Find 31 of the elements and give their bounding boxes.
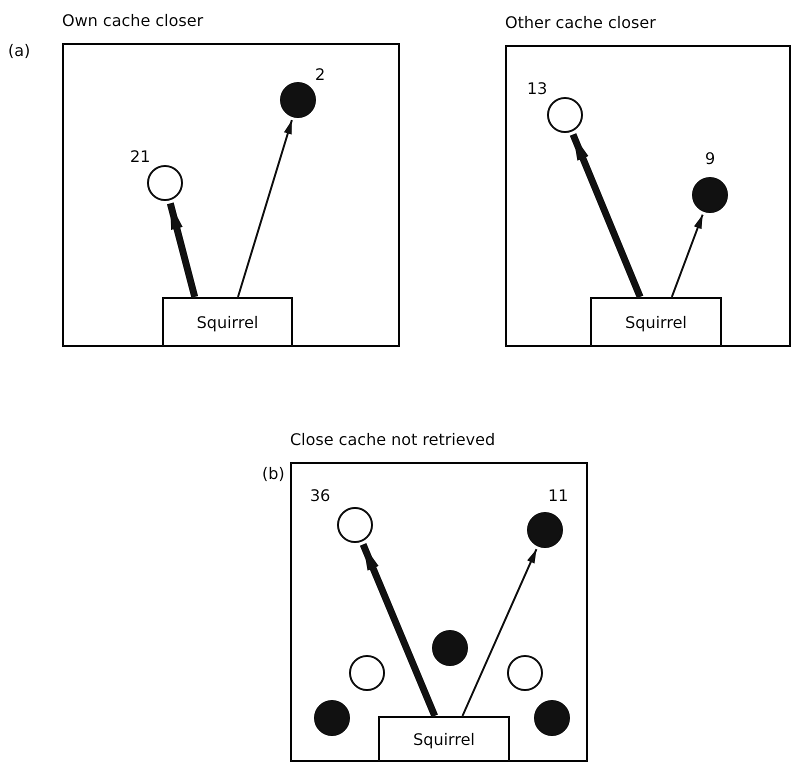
cache-circle bbox=[349, 655, 385, 691]
cache-circle bbox=[147, 165, 183, 201]
panel-heading: Close cache not retrieved bbox=[290, 430, 496, 449]
count-label: 36 bbox=[310, 486, 330, 505]
cache-circle bbox=[547, 97, 583, 133]
squirrel-box: Squirrel bbox=[162, 297, 293, 347]
cache-circle bbox=[432, 630, 468, 666]
panel-label: (a) bbox=[8, 41, 30, 60]
squirrel-box: Squirrel bbox=[590, 297, 722, 347]
cache-circle bbox=[534, 700, 570, 736]
panel-heading: Other cache closer bbox=[505, 13, 656, 32]
cache-circle bbox=[280, 82, 316, 118]
count-label: 9 bbox=[705, 149, 716, 168]
count-label: 13 bbox=[527, 79, 548, 98]
panel-label: (b) bbox=[262, 464, 285, 483]
cache-circle bbox=[507, 655, 543, 691]
arrow bbox=[360, 543, 438, 718]
arrow bbox=[166, 202, 198, 298]
cache-circle bbox=[337, 507, 373, 543]
arrow bbox=[570, 133, 644, 298]
count-label: 21 bbox=[130, 147, 150, 166]
count-label: 2 bbox=[315, 65, 326, 84]
count-label: 11 bbox=[548, 486, 568, 505]
arrow bbox=[462, 548, 538, 716]
cache-circle bbox=[692, 177, 728, 213]
arrow bbox=[670, 214, 704, 298]
arrow bbox=[237, 120, 293, 298]
panel-heading: Own cache closer bbox=[62, 11, 204, 30]
cache-circle bbox=[314, 700, 350, 736]
cache-circle bbox=[527, 512, 563, 548]
squirrel-box: Squirrel bbox=[378, 716, 510, 762]
